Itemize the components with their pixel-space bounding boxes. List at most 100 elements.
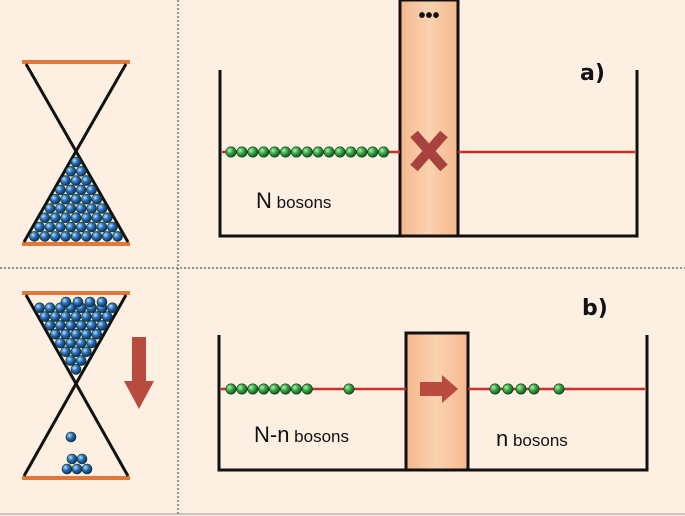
container-a: ••• N bosons a) — [218, 0, 639, 238]
label-b-right: n bosons — [496, 426, 568, 451]
beads-a — [225, 146, 390, 158]
label-a-left: N bosons — [256, 188, 331, 213]
hourglass-ball — [29, 231, 40, 242]
barrier-a — [398, 0, 460, 238]
hourglass-ball — [70, 364, 82, 375]
boson-bead — [258, 146, 270, 158]
hourglass-ball — [65, 166, 77, 177]
boson-bead — [247, 146, 259, 158]
boson-bead — [236, 146, 248, 158]
boson-bead — [323, 146, 335, 158]
hourglass-ball — [75, 355, 87, 366]
hourglass-ball — [70, 156, 82, 168]
hourglass-ball — [81, 212, 92, 224]
down-arrow-icon — [124, 337, 154, 409]
hourglass-ball — [49, 328, 61, 340]
hourglass-ball — [101, 212, 113, 224]
hourglass-ball — [96, 320, 108, 331]
hourglass-ball — [70, 193, 82, 205]
hourglass-ball — [76, 453, 88, 465]
hourglass-ball — [61, 463, 73, 475]
hourglass-ball — [81, 311, 92, 322]
hourglass-ball — [44, 203, 56, 214]
hourglass-ball — [39, 311, 51, 322]
boson-bead — [236, 383, 248, 395]
boson-bead — [515, 383, 527, 395]
hourglass-ball — [44, 302, 56, 314]
boson-bead — [356, 146, 368, 158]
boson-bead — [269, 383, 281, 395]
hourglass-ball — [75, 184, 87, 196]
boson-bead — [343, 383, 355, 395]
boson-bead — [334, 146, 346, 158]
hourglass-b — [22, 291, 130, 480]
hourglass-ball — [81, 346, 92, 358]
hourglass-ball — [84, 296, 96, 308]
barrier-b — [404, 331, 470, 472]
boson-bead — [312, 146, 324, 158]
hourglass-ball — [91, 328, 103, 340]
hourglass-ball — [96, 203, 108, 214]
hourglass-ball — [49, 193, 61, 205]
hourglass-ball — [60, 231, 71, 242]
hourglass-ball — [91, 193, 103, 205]
beads-b — [225, 383, 565, 395]
hourglass-ball — [75, 320, 87, 331]
container-b: N-n bosons n bosons b) — [217, 296, 649, 472]
hourglass-ball — [91, 212, 103, 224]
hourglass-ball — [91, 231, 103, 242]
hourglass-ball — [39, 212, 51, 224]
boson-bead — [378, 146, 390, 158]
hourglass-ball — [66, 453, 78, 465]
hourglass-ball — [34, 302, 45, 314]
hourglass-ball — [101, 311, 113, 322]
panel-label-b: b) — [582, 296, 608, 321]
hourglass-ball — [60, 212, 71, 224]
boson-bead — [290, 383, 302, 395]
hourglass-ball — [81, 193, 92, 205]
boson-bead — [367, 146, 379, 158]
panel-b: N-n bosons n bosons b) — [22, 291, 649, 480]
boson-bead — [269, 146, 281, 158]
hourglass-ball — [75, 221, 87, 233]
hourglass-ball — [81, 231, 92, 242]
hourglass-ball — [70, 346, 82, 358]
hourglass-ball — [55, 320, 66, 331]
boson-bead — [489, 383, 501, 395]
boson-bead — [225, 146, 237, 158]
hourglass-ball — [86, 184, 97, 196]
hourglass-ball — [81, 328, 92, 340]
hourglass-ball — [101, 231, 113, 242]
hourglass-ball — [71, 463, 83, 475]
hourglass-ball — [75, 166, 87, 177]
boson-bead — [290, 146, 302, 158]
hourglass-ball — [39, 231, 51, 242]
boson-bead — [553, 383, 565, 395]
boson-bead — [279, 146, 291, 158]
hourglass-ball — [70, 175, 82, 186]
hourglass-ball — [75, 337, 87, 349]
hourglass-ball — [60, 296, 72, 308]
hourglass-ball — [65, 203, 77, 214]
hourglass-ball — [86, 337, 97, 349]
hourglass-ball — [70, 231, 82, 242]
hourglass-ball — [65, 431, 77, 443]
hourglass-ball — [55, 203, 66, 214]
hourglass-ball — [96, 221, 108, 233]
hourglass-ball — [75, 203, 87, 214]
boson-bead — [279, 383, 291, 395]
boson-bead — [528, 383, 540, 395]
barrier-a-dots: ••• — [418, 5, 439, 27]
boson-bead — [225, 383, 237, 395]
right-arrow-icon — [420, 375, 458, 403]
hourglass-ball — [55, 221, 66, 233]
hourglass-ball — [91, 311, 103, 322]
panel-label-a: a) — [580, 61, 605, 86]
hourglass-ball — [107, 221, 118, 233]
hourglass-ball — [44, 221, 56, 233]
hourglass-ball — [96, 296, 108, 308]
hourglass-ball — [65, 221, 77, 233]
hourglass-ball — [107, 302, 118, 314]
hourglass-ball — [65, 320, 77, 331]
hourglass-ball — [86, 203, 97, 214]
